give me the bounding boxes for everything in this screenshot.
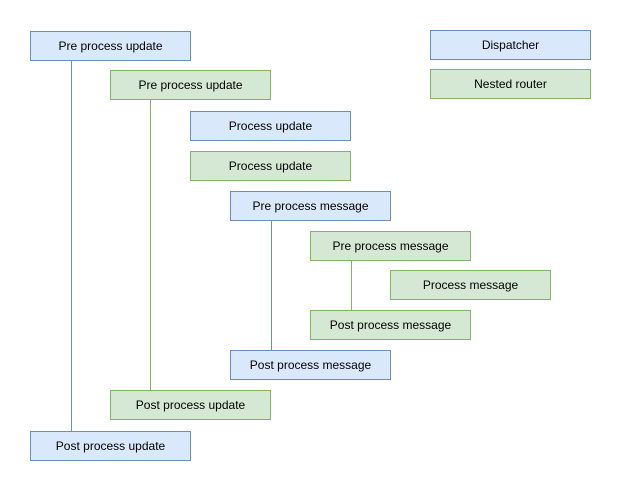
box-post-process-update-green: Post process update [110, 390, 271, 420]
connector-update-span-green [150, 100, 151, 390]
box-post-process-message-blue: Post process message [230, 350, 391, 380]
process-box-label: Pre process update [138, 78, 243, 92]
box-process-update-blue: Process update [190, 111, 351, 141]
process-box-label: Process message [422, 278, 519, 292]
box-pre-process-message-green: Pre process message [310, 231, 471, 261]
box-process-update-green: Process update [190, 151, 351, 181]
box-pre-process-message-blue: Pre process message [230, 191, 391, 221]
box-post-process-message-green: Post process message [310, 310, 471, 340]
box-pre-process-update-blue: Pre process update [30, 31, 191, 61]
process-box-label: Pre process message [252, 199, 369, 213]
process-box-label: Post process update [135, 398, 246, 412]
process-box-label: Post process message [329, 318, 452, 332]
process-box-label: Nested router [474, 77, 547, 91]
box-process-message-green: Process message [390, 270, 551, 300]
process-box-label: Post process message [249, 358, 372, 372]
box-legend-nested-router: Nested router [430, 69, 591, 99]
connector-update-span-blue [71, 61, 72, 431]
process-box-label: Pre process update [58, 39, 163, 53]
box-post-process-update-blue: Post process update [30, 431, 191, 461]
process-box-label: Dispatcher [481, 38, 540, 52]
box-pre-process-update-green: Pre process update [110, 70, 271, 100]
connector-message-span-blue [271, 221, 272, 350]
connector-message-span-green [351, 261, 352, 310]
box-legend-dispatcher: Dispatcher [430, 30, 591, 60]
process-box-label: Post process update [55, 439, 166, 453]
process-box-label: Pre process message [332, 239, 449, 253]
process-box-label: Process update [228, 119, 313, 133]
process-box-label: Process update [228, 159, 313, 173]
